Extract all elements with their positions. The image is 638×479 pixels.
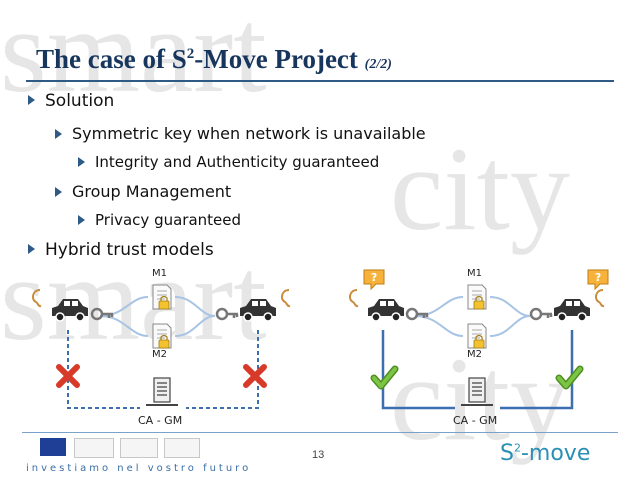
question-bubble-icon [363,269,385,290]
locked-message-icon [152,284,172,310]
bullet-triangle-icon [78,156,85,167]
ok-check-icon [374,369,395,386]
server-icon [145,377,179,406]
bullet-item: Hybrid trust models [28,240,214,260]
key-icon [529,307,554,321]
right-scenario [348,269,609,410]
ear-icon [31,289,42,308]
solid-link [381,330,455,410]
car-icon [553,298,591,322]
locked-message-icon [467,323,487,349]
question-bubble-icon [587,269,609,290]
car-icon [367,298,405,322]
bullet-item: Solution [28,91,114,111]
ca-gm-label: CA - GM [138,414,183,427]
dashed-link [67,330,140,409]
s2move-logo: S2-move [500,441,591,466]
bullet-triangle-icon [55,128,62,139]
ear-icon [594,289,605,308]
bullet-triangle-icon [28,244,35,254]
title-suffix: (2/2) [364,57,392,72]
bullet-item: Group Management [55,182,231,201]
key-icon [90,307,115,321]
left-scenario [31,284,291,409]
bullet-item: Symmetric key when network is unavailabl… [55,124,426,143]
flow-line [174,296,216,337]
bullet-item: Privacy guaranteed [78,211,241,229]
title-rule [26,80,614,82]
ok-check-icon [559,369,580,386]
flow-line [99,296,149,337]
title-main: The case of S [36,44,187,74]
dashed-link [186,330,259,409]
partner-logo [120,438,158,458]
footer-motto: investiamo nel vostro futuro [26,463,252,474]
bullet-triangle-icon [55,186,62,197]
bullet-item: Integrity and Authenticity guaranteed [78,153,379,171]
ca-gm-label: CA - GM [453,414,498,427]
flow-line [489,296,531,337]
car-icon [239,298,277,322]
slide-title: The case of S2-Move Project (2/2) [36,44,392,75]
m2-label: M2 [152,349,167,360]
partner-logo [74,438,114,458]
m2-label: M2 [467,349,482,360]
bullet-triangle-icon [78,214,85,225]
footer-rule [22,432,618,433]
server-icon [460,377,494,406]
title-superscript: 2 [186,46,195,62]
solid-link [500,330,574,410]
bullet-triangle-icon [28,95,35,105]
locked-message-icon [467,284,487,310]
ear-icon [348,289,359,308]
page-number: 13 [312,449,325,461]
car-icon [51,298,89,322]
title-rest: -Move Project [194,44,365,74]
ear-icon [280,289,291,308]
m1-label: M1 [152,268,167,279]
m1-label: M1 [467,268,482,279]
locked-message-icon [152,323,172,349]
key-icon [215,307,240,321]
flow-line [414,296,464,337]
fail-x-icon [246,367,264,385]
key-icon [405,307,430,321]
partner-logo [164,438,200,458]
eu-flag-logo [40,438,66,456]
